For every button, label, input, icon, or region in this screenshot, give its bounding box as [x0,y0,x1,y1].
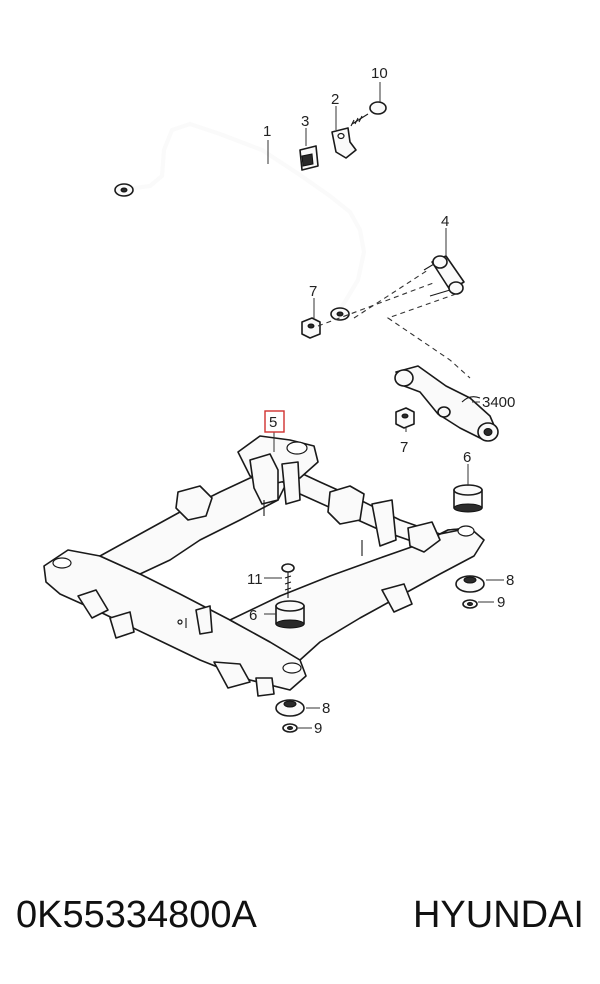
label-3: 3 [301,113,309,130]
leader-line [317,281,437,327]
label-5: 5 [269,414,277,431]
label-10: 10 [371,65,388,82]
mount-spacer [455,575,485,593]
caption: 0K55334800A HYUNDAI [0,880,600,950]
stabilizer-link [423,255,465,297]
label-4: 4 [441,213,449,230]
control-arm [394,365,499,442]
callout-lines [264,82,504,729]
label-2: 2 [331,91,339,108]
label-7-upper: 7 [309,283,317,300]
brand-name: HYUNDAI [412,893,584,936]
bushing [299,145,319,171]
label-11: 11 [247,571,263,588]
label-6-right: 6 [463,449,471,466]
stabilizer-bar [114,121,367,321]
nut [462,599,478,609]
nut [301,317,321,339]
part-number: 0K55334800A [16,893,257,936]
bolt [281,563,295,598]
mount-bushing [275,600,305,629]
nut [395,407,415,429]
label-7-lower: 7 [400,439,408,456]
nut [282,723,298,733]
bushing-bracket [331,127,357,159]
label-9-center: 9 [314,720,322,737]
label-9-right: 9 [497,594,505,611]
label-1: 1 [263,123,271,140]
bolt [350,101,387,127]
label-8-right: 8 [506,572,514,589]
leader-line [386,293,471,379]
label-8-center: 8 [322,700,330,717]
parts-diagram: 1 2 3 10 4 7 7 3400 5 6 11 6 8 9 8 9 [43,65,515,737]
crossmember [43,435,485,697]
label-6-center: 6 [249,607,257,624]
leader-line [353,269,429,319]
label-ref-3400: 3400 [482,394,515,411]
highlight-box [264,410,285,433]
mount-bushing [453,484,483,513]
mount-spacer [275,699,305,717]
